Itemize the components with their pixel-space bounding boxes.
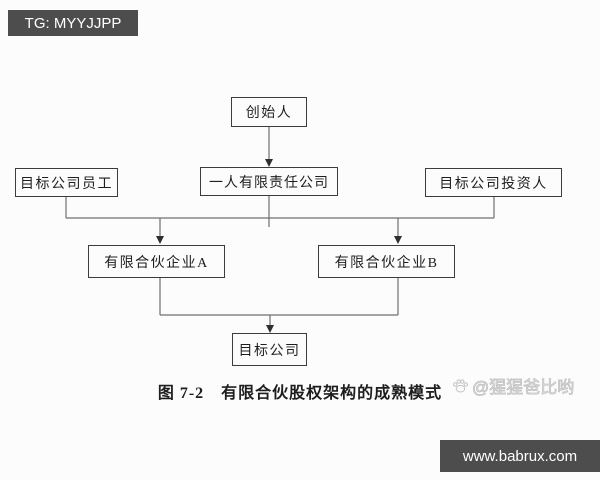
node-target-company: 目标公司 (232, 333, 307, 366)
arrowhead-icon (265, 159, 273, 167)
node-target-company-employees: 目标公司员工 (15, 168, 118, 197)
node-limited-partnership-a: 有限合伙企业A (88, 245, 225, 278)
node-one-person-llc: 一人有限责任公司 (200, 167, 338, 196)
paw-icon (452, 378, 469, 392)
node-founder: 创始人 (231, 97, 307, 127)
arrowhead-icon (156, 236, 164, 244)
node-limited-partnership-b: 有限合伙企业B (318, 245, 455, 278)
website-banner: www.babrux.com (440, 440, 600, 472)
telegram-handle-banner: TG: MYYJJPP (8, 10, 138, 36)
watermark: @猩猩爸比哟 (452, 372, 600, 398)
arrowhead-icon (266, 325, 274, 333)
watermark-handle: @猩猩爸比哟 (472, 377, 575, 397)
figure-caption: 图 7-2 有限合伙股权架构的成熟模式 (157, 385, 443, 402)
arrowhead-icon (394, 236, 402, 244)
node-target-company-investors: 目标公司投资人 (425, 168, 562, 197)
